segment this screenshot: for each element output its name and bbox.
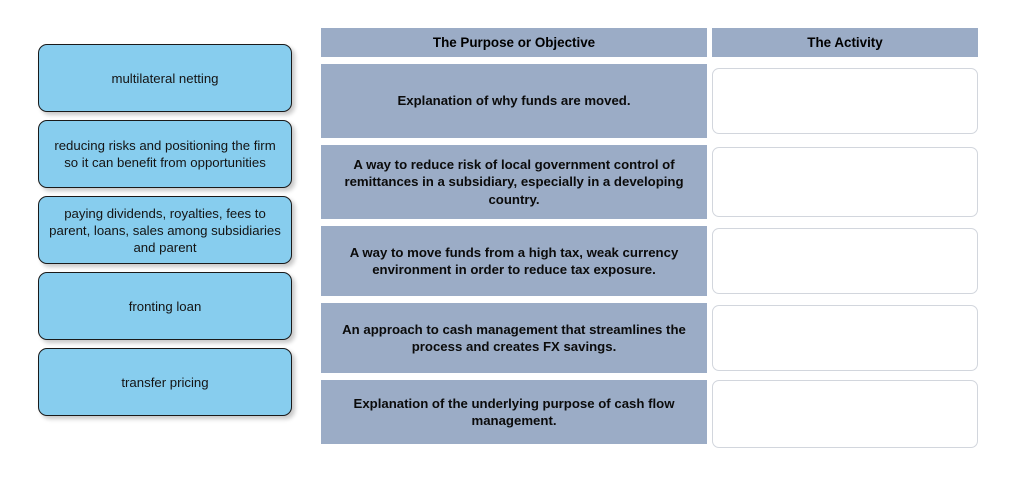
table-row: Explanation of why funds are moved. <box>321 64 978 138</box>
table-header-row: The Purpose or Objective The Activity <box>321 28 978 57</box>
drag-tile-multilateral-netting[interactable]: multilateral netting <box>38 44 292 112</box>
drag-tile-reducing-risks[interactable]: reducing risks and positioning the firm … <box>38 120 292 188</box>
purpose-cell: A way to reduce risk of local government… <box>321 145 707 219</box>
purpose-cell: An approach to cash management that stre… <box>321 303 707 373</box>
column-header-activity: The Activity <box>712 28 978 57</box>
purpose-cell: Explanation of the underlying purpose of… <box>321 380 707 444</box>
drag-tile-label: paying dividends, royalties, fees to par… <box>49 205 281 255</box>
draggable-answer-tiles: multilateral netting reducing risks and … <box>38 44 292 424</box>
drag-tile-label: fronting loan <box>128 298 202 314</box>
activity-drop-zone[interactable] <box>712 228 978 294</box>
table-row: Explanation of the underlying purpose of… <box>321 380 978 448</box>
activity-drop-zone[interactable] <box>712 305 978 371</box>
drag-tile-label: reducing risks and positioning the firm … <box>54 138 276 170</box>
activity-drop-zone[interactable] <box>712 380 978 448</box>
table-row: An approach to cash management that stre… <box>321 303 978 373</box>
activity-drop-zone[interactable] <box>712 147 978 217</box>
matching-table: The Purpose or Objective The Activity Ex… <box>321 28 978 455</box>
drag-tile-paying-dividends[interactable]: paying dividends, royalties, fees to par… <box>38 196 292 264</box>
purpose-cell: Explanation of why funds are moved. <box>321 64 707 138</box>
drag-tile-fronting-loan[interactable]: fronting loan <box>38 272 292 340</box>
drag-tile-label: multilateral netting <box>111 70 219 86</box>
table-row: A way to move funds from a high tax, wea… <box>321 226 978 296</box>
table-row: A way to reduce risk of local government… <box>321 145 978 219</box>
drag-tile-transfer-pricing[interactable]: transfer pricing <box>38 348 292 416</box>
drag-tile-label: transfer pricing <box>121 374 209 390</box>
column-header-purpose: The Purpose or Objective <box>321 28 707 57</box>
purpose-cell: A way to move funds from a high tax, wea… <box>321 226 707 296</box>
activity-drop-zone[interactable] <box>712 68 978 134</box>
